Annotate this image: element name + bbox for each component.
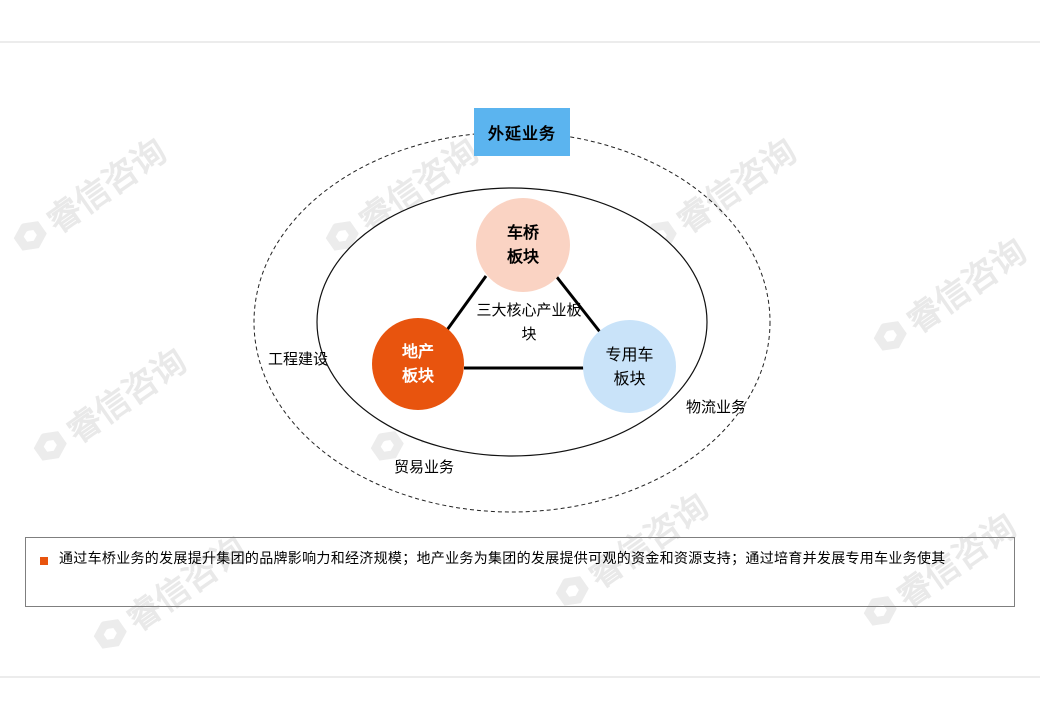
- bottom-divider: [0, 676, 1040, 678]
- real-estate-segment-line1: 地产: [401, 342, 434, 361]
- engineering-business-label: 工程建设: [268, 350, 329, 368]
- special-vehicle-segment-line2: 板块: [613, 368, 646, 388]
- summary-note-box: 通过车桥业务的发展提升集团的品牌影响力和经济规模；地产业务为集团的发展提供可观的…: [25, 537, 1015, 607]
- core-segments-label: 三大核心产业板块: [476, 301, 582, 343]
- extended-business-label: 外延业务: [474, 108, 570, 156]
- triangle-edge-bridge-special: [554, 275, 602, 333]
- real-estate-segment-line2: 板块: [401, 366, 434, 385]
- logistics-business-label: 物流业务: [686, 398, 747, 416]
- summary-note-text: 通过车桥业务的发展提升集团的品牌影响力和经济规模；地产业务为集团的发展提供可观的…: [59, 551, 946, 567]
- special-vehicle-segment-line1: 专用车: [605, 344, 654, 364]
- bullet-square-icon: [40, 557, 48, 565]
- special-vehicle-segment-node: 专用车 板块: [583, 320, 676, 413]
- axle-segment-line2: 板块: [506, 247, 539, 266]
- axle-segment-node: 车桥 板块: [476, 198, 570, 292]
- axle-segment-line1: 车桥: [506, 223, 539, 242]
- triangle-edge-bridge-estate: [445, 275, 488, 331]
- trade-business-label: 贸易业务: [394, 458, 455, 476]
- top-divider: [0, 41, 1040, 43]
- outer-dashed-ellipse: [253, 131, 771, 513]
- real-estate-segment-node: 地产 板块: [372, 318, 464, 410]
